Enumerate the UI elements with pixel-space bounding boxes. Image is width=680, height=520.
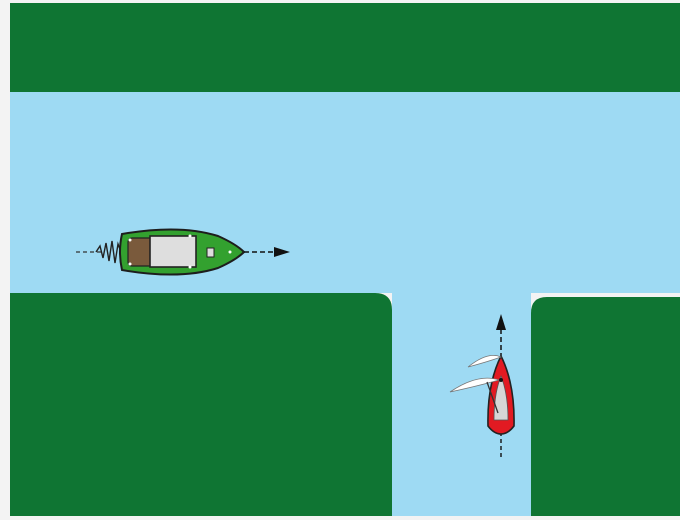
water-channel-main [10,92,680,293]
motorboat-cabin [149,235,197,268]
land-bottom-right [531,297,680,516]
motorboat-icon [76,228,290,276]
cleat [228,250,232,254]
sailboat-icon [449,314,515,458]
motorboat-hatch [206,247,215,258]
cleat [128,238,132,242]
sailboat-jib [467,354,503,368]
heading-arrowhead [274,247,290,257]
boom [486,381,499,414]
cleat [188,265,192,269]
mast [499,378,503,382]
land-bottom-left [10,293,392,516]
sailboat-deck [493,374,509,421]
engine-wake-zigzag [95,240,122,264]
heading-arrowhead [496,314,506,330]
sailboat-mainsail [449,377,501,393]
cleat [188,234,192,238]
water-channel-side [392,293,531,516]
land-top [10,3,680,92]
cleat [128,262,132,266]
